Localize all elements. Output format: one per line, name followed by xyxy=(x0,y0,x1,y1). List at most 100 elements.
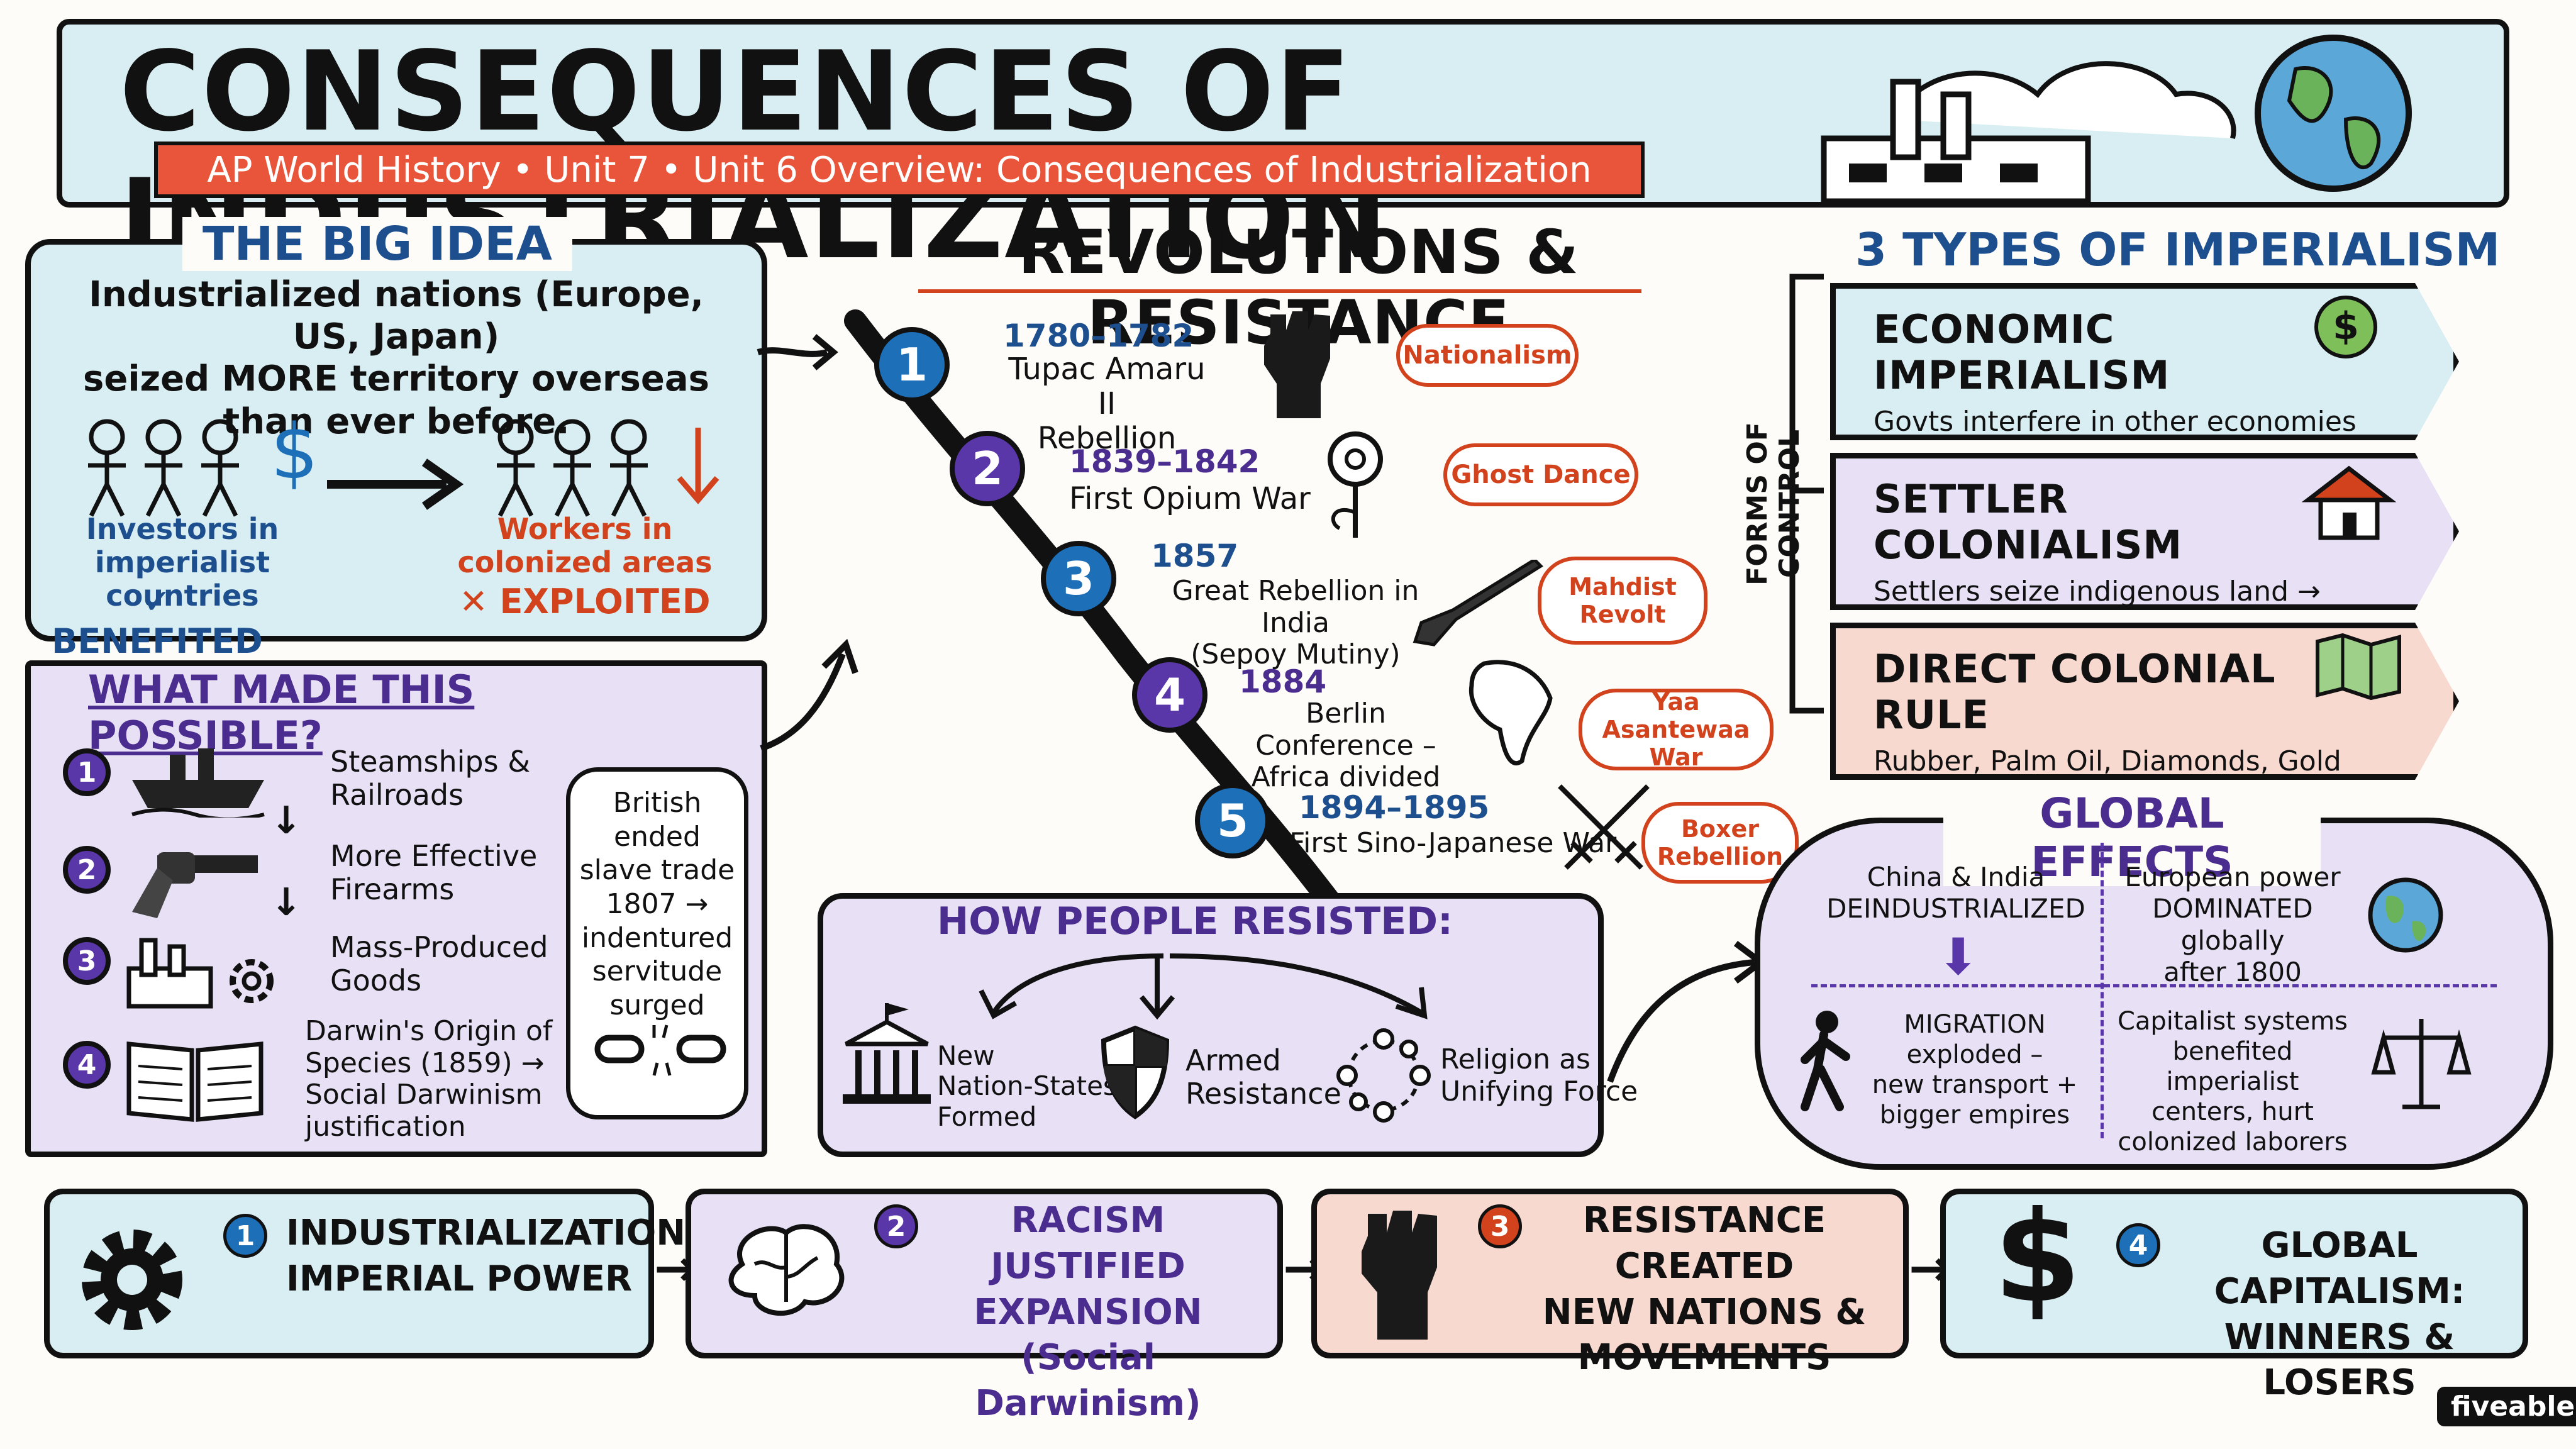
brain-icon xyxy=(728,1224,845,1316)
scales-icon xyxy=(2371,1019,2472,1109)
takeaway-num-3: 3 xyxy=(1478,1204,1522,1248)
takeaway-num-1: 1 xyxy=(223,1214,267,1258)
global-effects-divider-h xyxy=(1811,984,2497,987)
possible-item-1: Steamships & Railroads xyxy=(330,745,531,812)
fist-icon xyxy=(1264,311,1330,418)
money-bag-icon: $ xyxy=(2314,296,2377,358)
global-effects-divider-v xyxy=(2101,843,2104,1138)
event-date-1: 1780–1782 xyxy=(1003,318,1194,354)
event-name-4: Berlin Conference – Africa divided xyxy=(1251,697,1441,794)
poppy-flower-icon xyxy=(1328,431,1383,538)
resisted-item-3: Religion as Unifying Force xyxy=(1440,1043,1638,1108)
takeaway-num-2: 2 xyxy=(874,1204,918,1248)
svg-text:$: $ xyxy=(270,409,318,496)
event-name-3: Great Rebellion in India (Sepoy Mutiny) xyxy=(1172,575,1419,671)
imperialism-heading: 3 TYPES OF IMPERIALISM xyxy=(1855,223,2501,276)
possible-item-2: More Effective Firearms xyxy=(330,839,538,906)
walking-person-icon xyxy=(1801,1011,1850,1111)
possible-item-3: Mass-Produced Goods xyxy=(330,930,548,997)
arrow-right-icon xyxy=(327,458,464,510)
event-num-5: 5 xyxy=(1195,783,1270,858)
arrow-big-idea-to-timeline xyxy=(757,334,838,370)
globe-icon xyxy=(2255,35,2412,192)
imperialism-title-3: DIRECT COLONIAL RULE xyxy=(1874,646,2276,738)
event-num-1: 1 xyxy=(874,327,950,402)
people-circle-icon xyxy=(1336,1028,1431,1123)
investors-label: Investors in imperialist countries xyxy=(86,512,279,613)
resisted-heading: HOW PEOPLE RESISTED: xyxy=(937,899,1453,943)
resistance-bubble-1: Nationalism xyxy=(1396,324,1579,387)
possible-num-3: 3 xyxy=(63,937,111,985)
investors-status: ✓ BENEFITED xyxy=(52,582,263,661)
subtitle-ribbon xyxy=(154,142,1645,198)
imperialism-body-3: Rubber, Palm Oil, Diamonds, Gold extract… xyxy=(1874,745,2341,812)
event-num-4: 4 xyxy=(1132,657,1208,733)
investors-figures-icon: $ xyxy=(88,409,318,517)
steamship-icon xyxy=(131,748,265,818)
resisted-panel xyxy=(818,893,1604,1157)
revolver-icon xyxy=(132,852,258,918)
book-icon xyxy=(126,1041,264,1122)
resistance-bubble-2: Ghost Dance xyxy=(1443,443,1638,506)
possible-heading: WHAT MADE THIS POSSIBLE? xyxy=(88,667,475,758)
workers-status: ✕ EXPLOITED xyxy=(459,582,711,621)
globe-small-icon xyxy=(2368,877,2443,953)
map-icon xyxy=(2316,633,2401,701)
takeaway-text-4: GLOBAL CAPITALISM: WINNERS & LOSERS xyxy=(2214,1225,2465,1404)
global-effects-heading: GLOBAL EFFECTS xyxy=(1943,789,2321,886)
takeaway-text-2: RACISM JUSTIFIED EXPANSION (Social Darwi… xyxy=(974,1200,1202,1424)
gear-icon xyxy=(82,1230,182,1330)
imperialism-body-1: Govts interfere in other economies for b… xyxy=(1874,406,2357,438)
global-effect-4: Capitalist systems benefited imperialist… xyxy=(2117,1007,2348,1157)
down-arrow-1: ↓ xyxy=(270,799,303,843)
africa-map-icon xyxy=(1468,660,1553,765)
raised-fist-icon xyxy=(1362,1211,1437,1340)
takeaway-text-3: RESISTANCE CREATED NEW NATIONS & MOVEMEN… xyxy=(1542,1200,1867,1379)
resisted-item-2: Armed Resistance xyxy=(1185,1043,1341,1111)
possible-item-4: Darwin's Origin of Species (1859) → Soci… xyxy=(305,1015,553,1143)
global-effect-2: European power DOMINATED globally after … xyxy=(2124,862,2341,988)
arrow-resisted-to-effects xyxy=(1607,941,1767,1083)
factory-small-icon xyxy=(126,938,213,1009)
possible-num-1: 1 xyxy=(63,748,111,796)
imperialism-body-2: Settlers seize indigenous land → US, Aus… xyxy=(1874,575,2321,608)
subtitle: AP World History • Unit 7 • Unit 6 Overv… xyxy=(207,150,1592,191)
crossed-swords-icon xyxy=(1558,784,1650,870)
down-arrow-2: ↓ xyxy=(270,880,303,924)
rifle-icon xyxy=(1413,560,1543,647)
imperialism-bracket xyxy=(1789,274,1824,714)
possible-num-2: 2 xyxy=(63,846,111,894)
imperialism-title-2: SETTLER COLONIALISM xyxy=(1874,476,2183,568)
takeaway-card-4 xyxy=(1940,1189,2528,1358)
event-date-5: 1894–1895 xyxy=(1299,789,1490,826)
big-idea-text: Industrialized nations (Europe, US, Japa… xyxy=(83,274,709,442)
shield-icon xyxy=(1101,1025,1170,1119)
dollar-sign-icon: $ xyxy=(1994,1184,2082,1331)
takeaway-num-4: 4 xyxy=(2116,1223,2160,1267)
resisted-item-1: New Nation-States Formed xyxy=(937,1040,1117,1132)
arrow-possible-to-timeline xyxy=(760,638,858,752)
event-num-3: 3 xyxy=(1041,541,1116,616)
event-name-5: First Sino-Japanese War xyxy=(1289,827,1617,859)
global-effect-1: China & India DEINDUSTRIALIZED xyxy=(1826,862,2085,924)
possible-num-4: 4 xyxy=(63,1041,111,1089)
workers-figures-icon xyxy=(497,419,719,517)
house-icon xyxy=(2302,465,2396,540)
broken-chain-icon xyxy=(594,1024,726,1076)
down-arrow-purple-icon: ⬇ xyxy=(1937,928,1980,986)
big-idea-heading: THE BIG IDEA xyxy=(182,217,572,271)
event-name-2: First Opium War xyxy=(1069,481,1311,516)
gear-small-icon xyxy=(230,959,274,1003)
resisted-arrows xyxy=(979,953,1428,1020)
imperialism-side-label: FORMS OF CONTROL xyxy=(1741,422,1806,586)
event-date-3: 1857 xyxy=(1151,538,1239,574)
event-date-2: 1839–1842 xyxy=(1069,443,1260,480)
global-effect-3: MIGRATION exploded – new transport + big… xyxy=(1872,1010,2078,1130)
revolutions-heading-underline xyxy=(918,289,1641,293)
event-date-4: 1884 xyxy=(1239,663,1327,700)
event-num-2: 2 xyxy=(950,431,1025,506)
resistance-bubble-5: Boxer Rebellion xyxy=(1641,802,1799,884)
event-name-1: Tupac Amaru II Rebellion xyxy=(1008,352,1206,457)
resistance-bubble-3: Mahdist Revolt xyxy=(1538,557,1707,645)
slave-trade-note: British ended slave trade 1807 → indentu… xyxy=(579,787,735,1022)
